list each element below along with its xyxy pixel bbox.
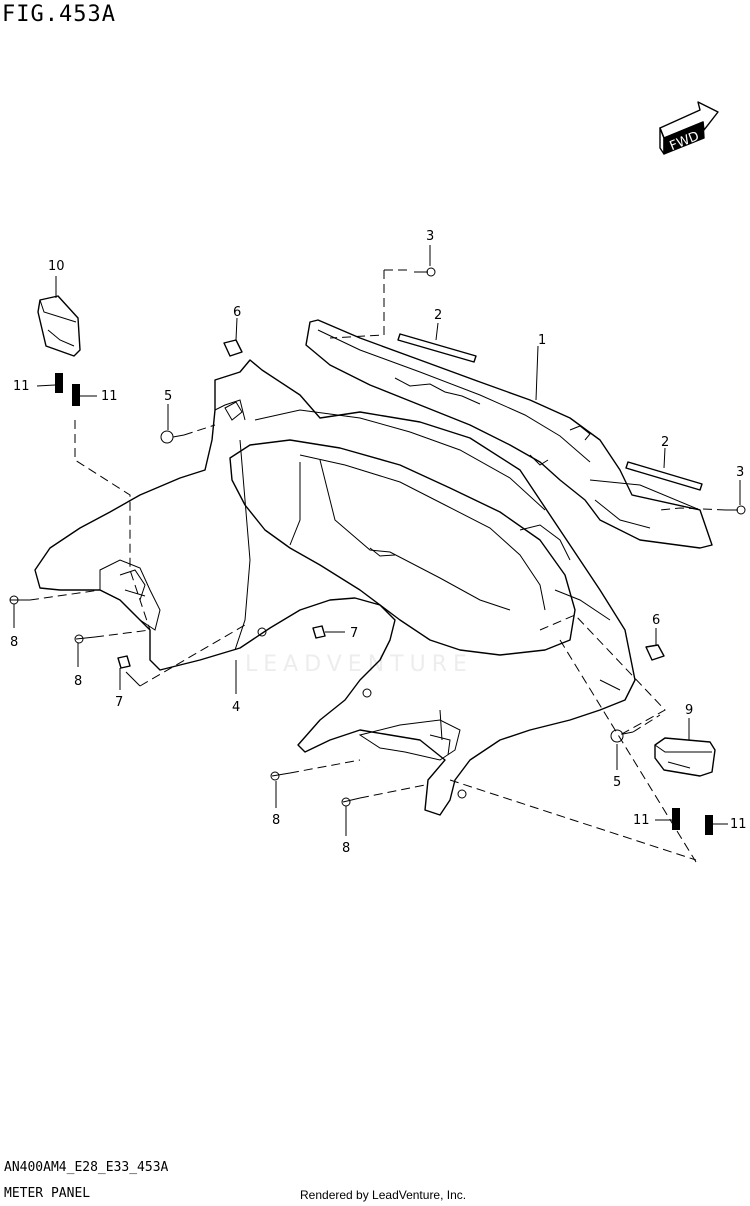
meter-panel-cover-part[interactable] xyxy=(34,359,636,816)
callout-7b: 7 xyxy=(115,695,123,710)
callout-5a: 5 xyxy=(164,389,172,404)
callout-1: 1 xyxy=(538,333,546,348)
clip-nut-part[interactable] xyxy=(117,339,665,669)
figure-title: FIG.453A xyxy=(2,2,116,27)
callout-2a: 2 xyxy=(434,308,442,323)
callout-6b: 6 xyxy=(652,613,660,628)
watermark: LEADVENTURE xyxy=(245,652,473,677)
callout-11a: 11 xyxy=(13,379,30,394)
callout-6a: 6 xyxy=(233,305,241,320)
fwd-arrow-icon: FWD xyxy=(659,101,719,155)
callout-3a: 3 xyxy=(426,229,434,244)
cushion-pad-part[interactable] xyxy=(37,295,716,777)
callout-2b: 2 xyxy=(661,435,669,450)
callout-11c: 11 xyxy=(633,813,650,828)
callout-11b: 11 xyxy=(101,389,118,404)
callout-8a: 8 xyxy=(10,635,18,650)
render-credit: Rendered by LeadVenture, Inc. xyxy=(300,1188,467,1202)
callout-lines xyxy=(13,245,741,836)
diagram-code: AN400AM4_E28_E33_453A xyxy=(4,1160,169,1175)
fwd-label: FWD xyxy=(668,129,702,154)
upper-meter-panel-part[interactable] xyxy=(305,319,713,549)
callout-7a: 7 xyxy=(350,626,358,641)
callout-8d: 8 xyxy=(342,841,350,856)
callout-labels: 1 2 2 3 3 4 5 5 6 6 7 7 8 8 8 8 9 10 11 … xyxy=(10,229,747,856)
callout-11d: 11 xyxy=(730,817,747,832)
assembly-leader-lines xyxy=(29,269,727,863)
callout-9: 9 xyxy=(685,703,693,718)
callout-4: 4 xyxy=(232,700,240,715)
callout-10: 10 xyxy=(48,259,65,274)
trim-strip-part[interactable] xyxy=(397,333,703,491)
diagram-subtitle: METER PANEL xyxy=(4,1186,91,1201)
callout-5b: 5 xyxy=(613,775,621,790)
rubber-pin-part[interactable] xyxy=(55,373,713,835)
callout-8c: 8 xyxy=(272,813,280,828)
callout-8b: 8 xyxy=(74,674,82,689)
callout-3b: 3 xyxy=(736,465,744,480)
